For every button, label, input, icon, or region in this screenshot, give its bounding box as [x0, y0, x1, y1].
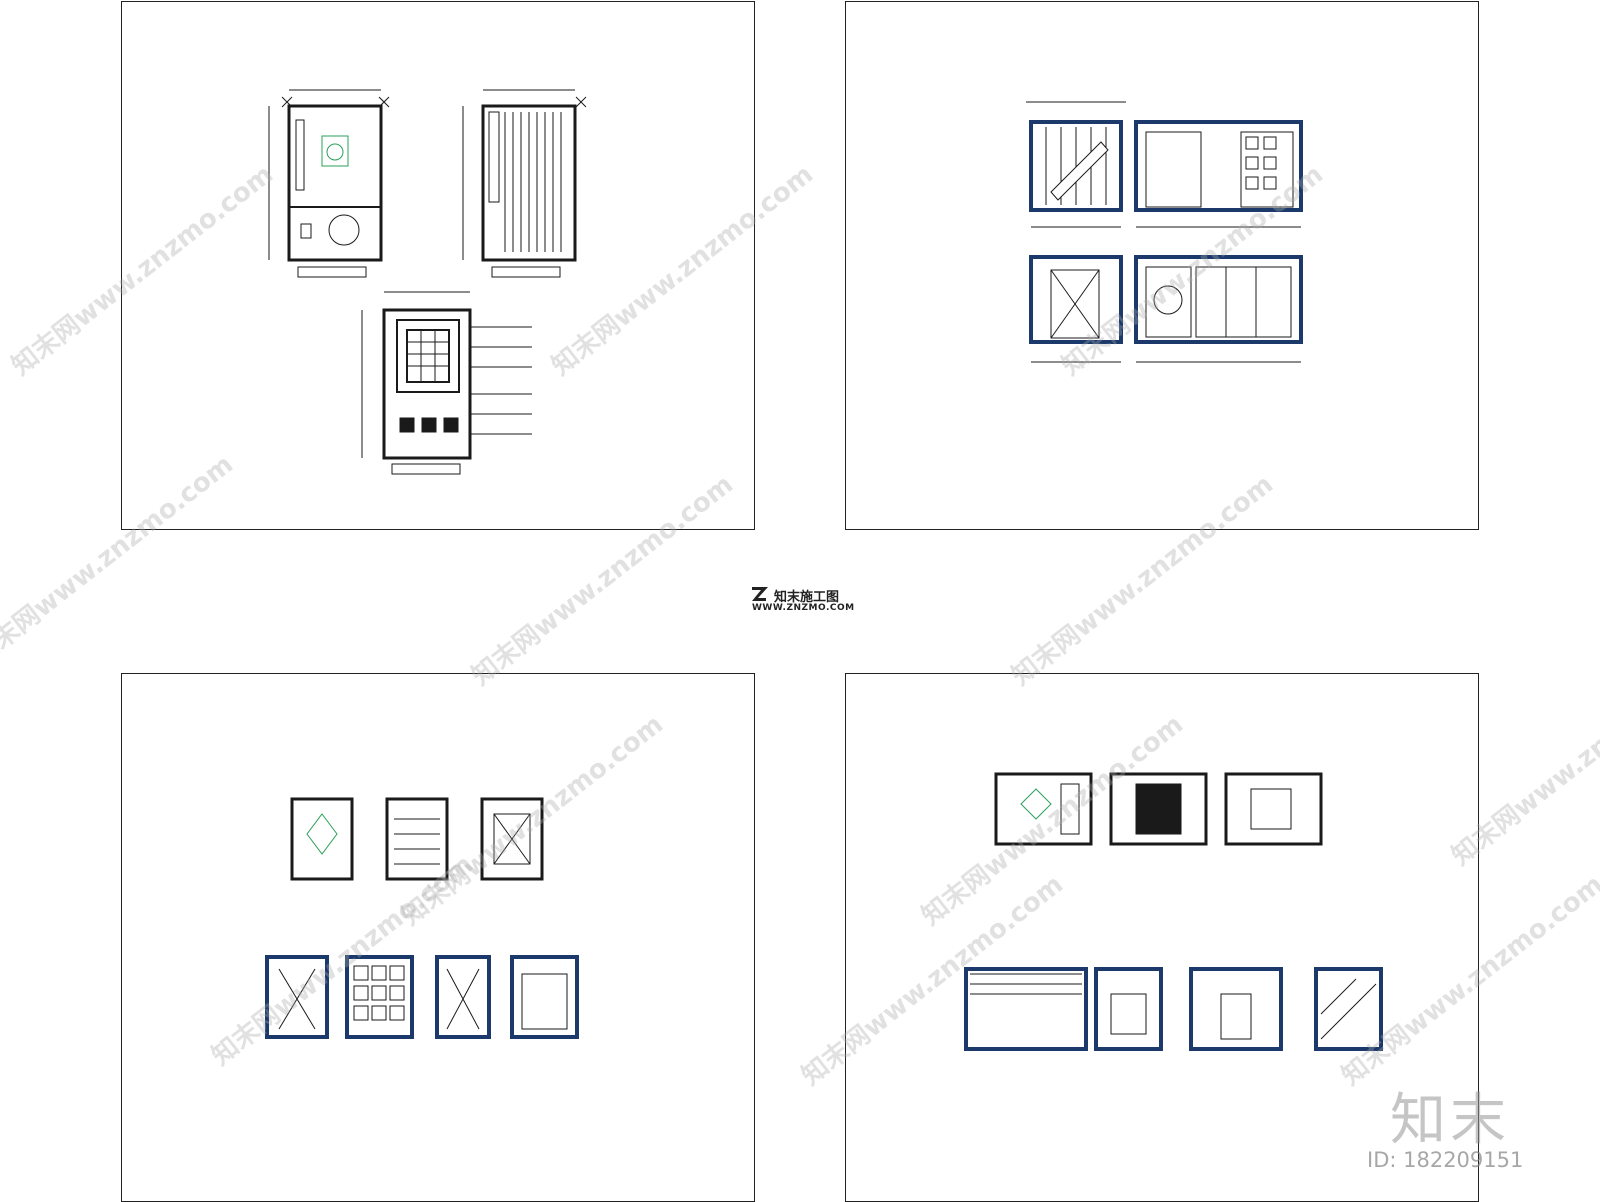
elevations-drawing-3 — [964, 772, 1383, 1051]
small-elev-3 — [435, 955, 491, 1039]
small-plan-1 — [290, 797, 354, 881]
elevations-drawing-1 — [1026, 101, 1303, 363]
elevations-sheet-1 — [845, 1, 1479, 530]
znzmo-logo-icon — [752, 587, 768, 601]
elev-row-3 — [1189, 967, 1283, 1051]
elevation-d — [1134, 255, 1303, 363]
elevation-c — [1029, 255, 1123, 363]
elevation-a — [1026, 101, 1126, 228]
image-id-label: ID: 182209151 — [1367, 1148, 1524, 1172]
logo-url: WWW.ZNZMO.COM — [752, 603, 855, 613]
plan-row-2 — [1109, 772, 1208, 846]
ceiling-plan — [361, 291, 532, 475]
floor-plan-2 — [462, 89, 587, 278]
small-elev-1 — [265, 955, 329, 1039]
brand-mark: 知末 — [1390, 1088, 1510, 1153]
plans-drawing — [268, 89, 587, 475]
logo-title: 知末施工图 — [774, 590, 840, 605]
floor-plan-1 — [268, 89, 390, 278]
elevations-sheet-2 — [121, 673, 755, 1202]
center-logo: 知末施工图 WWW.ZNZMO.COM — [752, 586, 862, 616]
elev-row-1 — [964, 967, 1088, 1051]
plan-row-3 — [1224, 772, 1323, 846]
small-plan-2 — [385, 797, 449, 881]
elevation-b — [1134, 120, 1303, 228]
elev-row-4 — [1314, 967, 1383, 1051]
small-plan-3 — [480, 797, 544, 881]
plan-row-1 — [994, 772, 1093, 846]
small-elev-2 — [345, 955, 414, 1039]
elev-row-2 — [1094, 967, 1163, 1051]
elevations-drawing-2 — [265, 797, 579, 1039]
plans-sheet — [121, 1, 755, 530]
small-elev-4 — [510, 955, 579, 1039]
elevations-sheet-3 — [845, 673, 1479, 1202]
